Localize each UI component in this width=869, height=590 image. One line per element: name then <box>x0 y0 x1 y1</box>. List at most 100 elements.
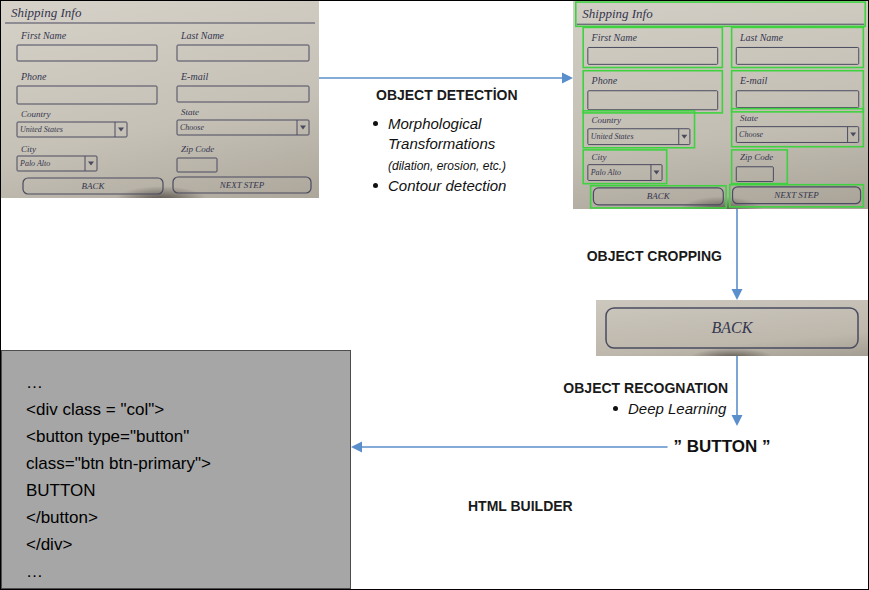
handwritten-label: United States <box>20 123 112 136</box>
detection-box <box>732 71 864 112</box>
step-label: OBJECT CROPPING <box>587 247 722 265</box>
title-underline <box>5 23 315 24</box>
input-field <box>17 45 157 61</box>
step-label: OBJECT RECOGNATION <box>563 379 728 397</box>
handwritten-label: Shipping Info <box>11 4 211 21</box>
arrow-shaft <box>736 209 738 291</box>
dropdown-arrow <box>681 135 687 139</box>
code-box: … <div class = "col"> <button type="button… <box>1 350 351 589</box>
arrow-shaft <box>736 356 738 417</box>
code-line: <div class = "col"> <box>26 400 164 420</box>
detection-box <box>583 71 722 113</box>
dropdown-arrow <box>118 128 124 132</box>
handwritten-label: BACK <box>606 308 858 348</box>
handwritten-label: E-mail <box>181 70 301 84</box>
handwritten-label: Choose <box>739 128 841 142</box>
input-field <box>736 91 858 108</box>
dropdown-arrow <box>300 126 306 130</box>
button-outline <box>593 188 723 205</box>
detection-box <box>732 109 864 147</box>
handwritten-label: Phone <box>592 74 713 89</box>
step-label: OBJECT DETECTİON <box>376 86 518 104</box>
dropdown-arrow <box>653 171 659 175</box>
sketch-photo: Shipping InfoFirst NameLast NamePhoneE-m… <box>573 1 868 209</box>
method-note: Contour detection <box>388 176 506 196</box>
hand-shadow <box>690 348 774 356</box>
cropped-element: BACK <box>596 300 868 356</box>
title-underline <box>577 24 865 25</box>
dropdown-divider <box>115 122 116 137</box>
arrow-head <box>732 415 743 426</box>
input-field <box>588 91 718 110</box>
flow-arrow <box>732 356 743 426</box>
button-outline <box>733 187 861 204</box>
handwritten-label: Palo Alto <box>20 157 82 170</box>
sketch-photo: Shipping InfoFirst Name Last NamePhone E-m… <box>1 1 319 198</box>
input-field <box>177 45 309 61</box>
handwritten-label: NEXT STEP <box>733 187 861 204</box>
code-line: </div> <box>26 535 72 555</box>
input-field <box>177 158 217 172</box>
input-field <box>17 156 97 171</box>
handwritten-label: Shipping Info <box>582 4 768 22</box>
code-line: </button> <box>26 508 98 528</box>
button-outline <box>23 178 163 194</box>
detection-box <box>732 150 788 184</box>
dropdown-divider <box>847 127 848 143</box>
flow-arrow <box>351 442 668 453</box>
handwritten-label: E-mail <box>740 74 851 89</box>
code-line: <button type="button" <box>26 427 189 447</box>
flow-arrow <box>319 73 573 84</box>
handwritten-label: State <box>181 106 291 119</box>
arrow-head <box>562 73 573 84</box>
handwritten-label: Phone <box>21 70 151 84</box>
hand-shadow <box>115 186 207 198</box>
method-note: Morphological Transformations <box>388 114 548 154</box>
handwritten-label: Zip Code <box>181 143 229 156</box>
bullet-dot <box>373 121 378 126</box>
bullet-dot <box>613 406 618 411</box>
input-field <box>588 165 662 181</box>
code-line: class="btn btn-primary"> <box>26 454 211 474</box>
handwritten-label: Country <box>592 114 675 128</box>
detection-box <box>730 185 864 207</box>
input-field <box>588 47 718 64</box>
detection-box <box>583 111 694 148</box>
dropdown-arrow <box>850 133 856 137</box>
step-label: HTML BUILDER <box>468 497 573 515</box>
detection-box <box>591 186 726 208</box>
code-line: BUTTON <box>26 481 96 501</box>
handwritten-label: BACK <box>23 178 163 194</box>
handwritten-label: Zip Code <box>740 151 785 165</box>
button-outline <box>173 177 311 193</box>
code-line: … <box>26 562 43 582</box>
method-note: Deep Learning <box>628 399 726 419</box>
method-note: (dilation, erosion, etc.) <box>388 156 506 176</box>
input-field <box>736 167 773 182</box>
handwritten-label: City <box>21 143 83 156</box>
input-field <box>17 122 127 137</box>
detection-box <box>576 2 865 26</box>
input-field <box>17 86 157 104</box>
dropdown-arrow <box>88 162 94 166</box>
handwritten-label: First Name <box>21 29 151 43</box>
handwritten-label: State <box>740 112 842 126</box>
detection-box <box>732 27 864 67</box>
input-field <box>588 129 690 145</box>
arrow-shaft <box>360 446 668 448</box>
arrow-shaft <box>319 77 564 79</box>
handwritten-label: Palo Alto <box>591 166 649 180</box>
input-field <box>736 127 858 143</box>
arrow-head <box>732 289 743 300</box>
class-label: ” BUTTON ” <box>668 426 777 466</box>
code-line: … <box>26 373 43 393</box>
dropdown-divider <box>650 165 651 181</box>
handwritten-label: United States <box>591 130 676 144</box>
handwritten-label: Last Name <box>181 29 301 43</box>
handwritten-label: Country <box>21 108 111 121</box>
dropdown-divider <box>297 120 298 135</box>
dropdown-divider <box>85 156 86 171</box>
handwritten-label: NEXT STEP <box>173 177 311 193</box>
handwritten-label: First Name <box>592 31 713 46</box>
